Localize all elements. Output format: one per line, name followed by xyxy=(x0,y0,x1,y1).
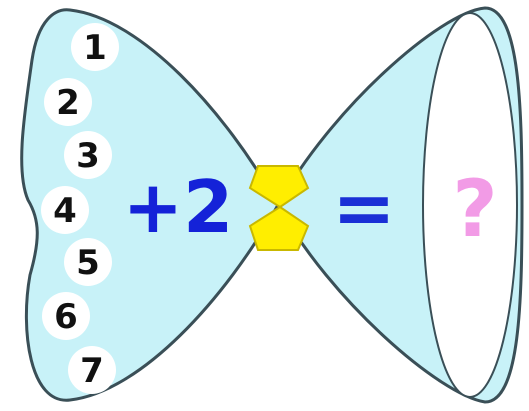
number-circle[interactable]: 7 xyxy=(68,346,116,394)
number-circle[interactable]: 3 xyxy=(64,131,112,179)
number-circle[interactable]: 6 xyxy=(42,292,90,340)
number-circle[interactable]: 1 xyxy=(71,23,119,71)
question-mark-icon: ? xyxy=(452,165,497,255)
number-label: 5 xyxy=(76,243,100,283)
operation-label: +2 xyxy=(123,165,233,249)
number-label: 3 xyxy=(76,136,100,176)
number-label: 1 xyxy=(83,28,107,68)
bow-knot xyxy=(248,165,310,251)
number-circle[interactable]: 5 xyxy=(64,238,112,286)
number-label: 4 xyxy=(53,191,77,231)
number-list: 1 2 3 4 5 6 7 xyxy=(41,23,119,394)
number-circle[interactable]: 2 xyxy=(44,78,92,126)
number-label: 6 xyxy=(54,297,78,337)
number-label: 2 xyxy=(56,83,80,123)
answer-oval[interactable] xyxy=(422,12,518,398)
number-label: 7 xyxy=(80,351,104,391)
equals-sign: = xyxy=(332,163,396,252)
number-circle[interactable]: 4 xyxy=(41,186,89,234)
